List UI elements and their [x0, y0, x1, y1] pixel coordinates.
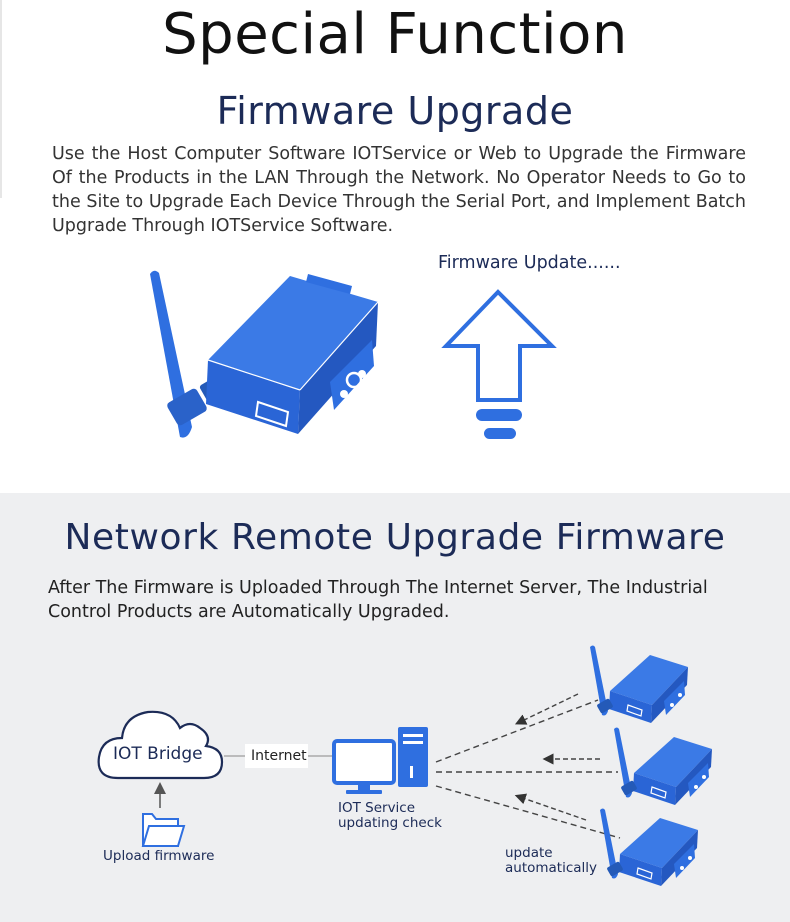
- service-label-line2: updating check: [338, 815, 442, 831]
- firmware-update-label: Firmware Update......: [438, 253, 621, 273]
- page-title: Special Function: [162, 2, 628, 67]
- divider: [0, 0, 2, 198]
- router-device-icon: [150, 270, 379, 438]
- upload-arrow-icon: [441, 289, 557, 439]
- internet-label: Internet: [251, 748, 307, 764]
- remote-upgrade-heading: Network Remote Upgrade Firmware: [64, 517, 726, 558]
- auto-label-line2: automatically: [505, 860, 598, 876]
- firmware-upgrade-heading: Firmware Upgrade: [216, 89, 574, 133]
- firmware-upgrade-description: Use the Host Computer Software IOTServic…: [52, 144, 746, 236]
- cloud-label: IOT Bridge: [113, 744, 203, 764]
- auto-label-line1: update: [505, 845, 553, 861]
- firmware-upgrade-section: Special Function Firmware Upgrade Use th…: [0, 0, 746, 439]
- upload-firmware-label: Upload firmware: [103, 848, 215, 864]
- remote-upgrade-description: After The Firmware is Uploaded Through T…: [48, 578, 708, 622]
- service-label-line1: IOT Service: [338, 800, 416, 816]
